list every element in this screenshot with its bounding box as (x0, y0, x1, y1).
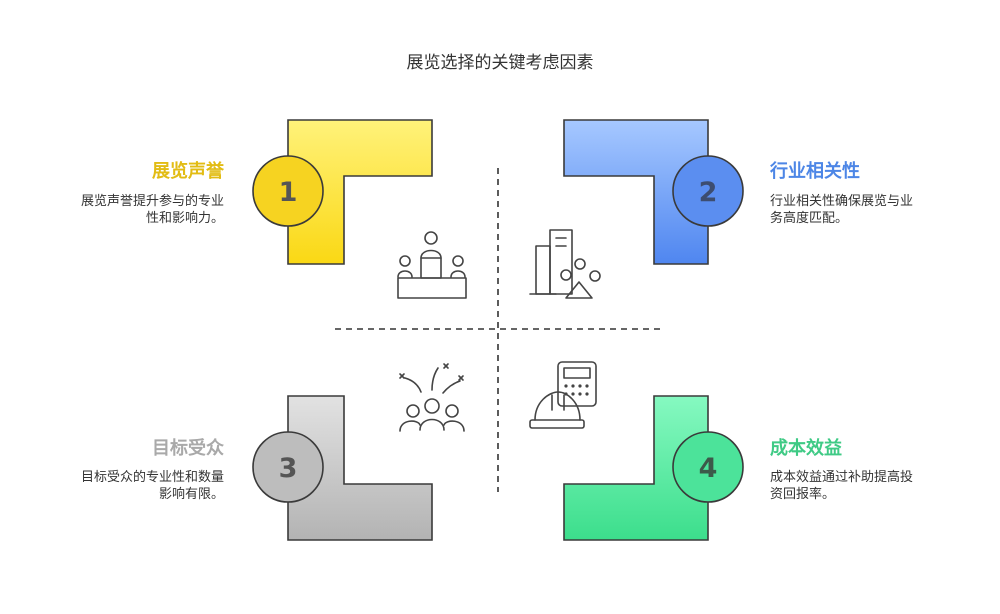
quadrant-4-title: 成本效益 (770, 438, 842, 459)
quadrant-2-shape (563, 119, 709, 265)
quadrant-4-desc-line1: 成本效益通过补助提高投 (770, 470, 914, 485)
quadrant-4-shape (563, 395, 709, 541)
quadrant-4-number-badge: 4 (672, 431, 744, 503)
industry-building-icon (529, 229, 601, 299)
quadrant-1-desc-line2: 性和影响力。 (145, 211, 224, 226)
page-title: 展览选择的关键考虑因素 (406, 53, 594, 73)
quadrant-3-number: 3 (279, 453, 298, 484)
quadrant-3-desc-line1: 目标受众的专业性和数量 (80, 470, 224, 485)
quadrant-1-desc-line1: 展览声誉提升参与的专业 (80, 194, 224, 209)
quadrant-2-title: 行业相关性 (770, 161, 860, 182)
podium-audience-icon (397, 231, 467, 299)
quadrant-2-number-badge: 2 (672, 155, 744, 227)
quadrant-3-description: 目标受众的专业性和数量 影响有限。 (34, 469, 224, 503)
calculator-hardhat-icon (529, 361, 597, 429)
quadrant-2-desc-line1: 行业相关性确保展览与业 (770, 194, 914, 209)
quadrant-1-description: 展览声誉提升参与的专业 性和影响力。 (34, 193, 224, 227)
quadrant-1-number: 1 (279, 177, 298, 208)
crowd-celebration-icon (399, 363, 465, 432)
quadrant-3-shape (287, 395, 433, 541)
quadrant-4-desc-line2: 资回报率。 (770, 487, 836, 502)
quadrant-3-title: 目标受众 (152, 438, 224, 459)
quadrant-3-number-badge: 3 (252, 431, 324, 503)
quadrant-4-description: 成本效益通过补助提高投 资回报率。 (770, 469, 960, 503)
quadrant-2-number: 2 (699, 177, 718, 208)
quadrant-1-title: 展览声誉 (152, 161, 224, 182)
quadrant-1-shape (287, 119, 433, 265)
quadrant-3-desc-line2: 影响有限。 (158, 487, 224, 502)
quadrant-4-number: 4 (699, 453, 718, 484)
quadrant-2-desc-line2: 务高度匹配。 (770, 211, 849, 226)
quadrant-1-number-badge: 1 (252, 155, 324, 227)
quadrant-2-description: 行业相关性确保展览与业 务高度匹配。 (770, 193, 960, 227)
